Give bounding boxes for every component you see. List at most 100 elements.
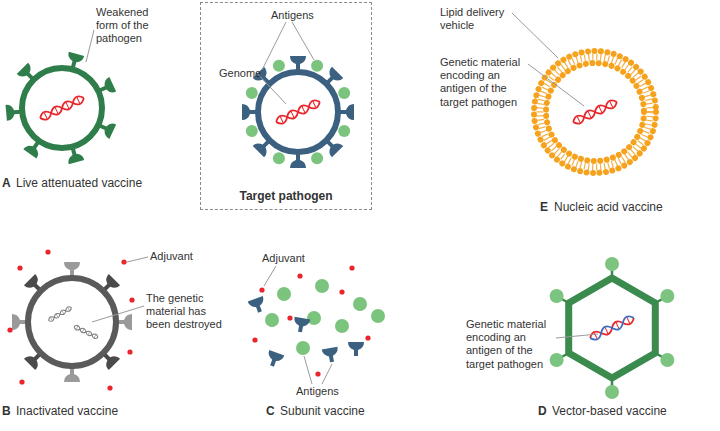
adjuvant-dot <box>349 265 354 270</box>
panel-letter: E <box>540 200 548 214</box>
antigen-dot <box>296 341 310 355</box>
antigen-dot <box>660 289 674 303</box>
lipid-vesicle <box>534 51 656 173</box>
capsid <box>22 68 102 148</box>
vector-virus <box>550 257 675 399</box>
adjuvant-dot <box>315 371 320 376</box>
antigen-dot <box>335 319 349 333</box>
adjuvant-dot <box>7 327 12 332</box>
callout-label: Genome <box>219 67 261 80</box>
inactivated-virus <box>7 249 134 390</box>
dna-rungs <box>594 317 630 339</box>
antigen-dot <box>371 309 385 323</box>
lipid-heads <box>534 51 656 173</box>
fiber <box>557 264 668 392</box>
panel-letter: B <box>2 404 11 418</box>
callout-label: Adjuvant <box>150 250 193 263</box>
lipid-tails <box>540 57 650 167</box>
antigen-dot <box>265 313 279 327</box>
antigen-dot <box>605 257 619 271</box>
adjuvant-dot <box>297 273 302 278</box>
dna-strand <box>47 305 72 322</box>
dna-rungs <box>50 307 69 320</box>
adjuvant-dot <box>17 265 22 270</box>
panel-caption: Inactivated vaccine <box>16 404 118 418</box>
frame-title: Target pathogen <box>201 189 371 203</box>
adjuvant-dot <box>365 335 370 340</box>
antigen-dot <box>353 297 367 311</box>
adjuvant-dot <box>121 259 126 264</box>
panel-caption: Subunit vaccine <box>280 404 365 418</box>
antigen-dot <box>277 287 291 301</box>
callout-label: The genetic material has been destroyed <box>146 292 230 332</box>
dna-strand <box>47 305 72 322</box>
dna-strand <box>275 98 322 126</box>
callout-label: Lipid delivery vehicle <box>440 6 530 32</box>
antigen-dot <box>273 60 285 72</box>
spike <box>290 56 306 70</box>
antigen-dot <box>605 385 619 399</box>
spike <box>242 104 256 120</box>
panel-letter: D <box>538 404 547 418</box>
callout-label: Weakened form of the pathogen <box>96 6 162 46</box>
antigen-dot <box>315 279 329 293</box>
spike <box>322 347 340 364</box>
broken-dna <box>73 324 99 339</box>
dna-rungs <box>280 101 316 123</box>
antigen-dot <box>273 152 285 164</box>
dashed-frame: AntigensGenomeTarget pathogen <box>200 2 372 210</box>
spike <box>264 350 284 369</box>
spike <box>348 342 364 356</box>
adjuvant-dot <box>45 249 50 254</box>
panel-caption: Nucleic acid vaccine <box>554 200 663 214</box>
antigen-dot <box>338 125 350 137</box>
spike <box>248 296 268 315</box>
antigen-dot <box>311 152 323 164</box>
antigen-dot <box>246 87 258 99</box>
spike <box>12 314 26 330</box>
spike <box>118 314 132 330</box>
antigen-dot <box>246 125 258 137</box>
adjuvant-dot <box>127 349 132 354</box>
callout-label: Adjuvant <box>262 252 305 265</box>
callout-label: Genetic material encoding an antigen of … <box>440 56 536 109</box>
callout-label: Genetic material encoding an antigen of … <box>466 318 562 371</box>
spike <box>6 104 21 121</box>
spike <box>64 368 80 382</box>
dna <box>589 314 636 342</box>
dna-strand <box>73 324 99 339</box>
spike <box>340 104 354 120</box>
spike <box>64 262 80 276</box>
spike <box>290 154 306 168</box>
live-virus <box>6 52 117 164</box>
dna-rungs <box>44 97 80 119</box>
dna-strand <box>275 98 322 126</box>
panel-letter: C <box>266 404 275 418</box>
dna-strand <box>589 314 636 342</box>
spike <box>292 317 310 334</box>
subunit-mix <box>248 265 385 376</box>
antigen-dot <box>550 353 564 367</box>
antigen-dot <box>311 60 323 72</box>
hexagon-capsid <box>569 278 656 378</box>
adjuvant-dot <box>259 287 264 292</box>
capsid <box>28 278 116 366</box>
dna-strand <box>73 324 99 339</box>
callout-label: Antigens <box>271 9 314 22</box>
panel-letter: A <box>2 176 11 190</box>
antigen-dot <box>660 353 674 367</box>
broken-dna <box>47 305 72 322</box>
dna <box>39 94 86 122</box>
adjuvant-dot <box>287 315 292 320</box>
adjuvant-dot <box>252 337 257 342</box>
dna-rungs <box>76 326 96 338</box>
antigen-dot <box>338 87 350 99</box>
leader-line <box>86 13 598 384</box>
dna-strand <box>39 94 86 122</box>
dna-strand <box>39 94 86 122</box>
antigen-dot <box>550 289 564 303</box>
lipid-heads <box>546 63 644 161</box>
adjuvant-dot <box>19 379 24 384</box>
